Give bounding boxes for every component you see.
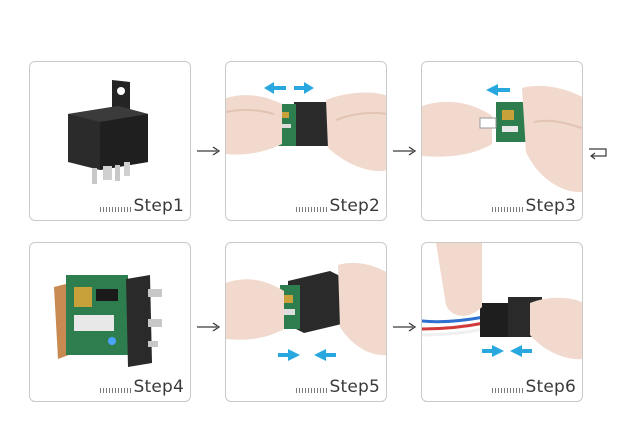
reassemble-module-image <box>226 262 386 361</box>
flow-arrow-2-3 <box>393 146 417 156</box>
step-3-panel: Step3 <box>421 61 583 221</box>
plug-into-socket-image <box>422 243 582 360</box>
relay-image <box>68 80 148 184</box>
step-1-text: Step1 <box>133 196 184 216</box>
step-2-dots <box>296 207 329 212</box>
step-4-dots <box>100 388 133 393</box>
step-2-label: Step2 <box>296 196 380 216</box>
flow-arrow-4-5 <box>197 322 221 332</box>
step-4-label: Step4 <box>100 377 184 397</box>
step-3-text: Step3 <box>525 196 576 216</box>
step-6-panel: Step6 <box>421 242 583 402</box>
step-6-dots <box>492 388 525 393</box>
step-1-panel: Step1 <box>29 61 191 221</box>
step-1-label: Step1 <box>100 196 184 216</box>
step-4-panel: Step4 <box>29 242 191 402</box>
step-2-panel: Step2 <box>225 61 387 221</box>
step-3-dots <box>492 207 525 212</box>
step-4-text: Step4 <box>133 377 184 397</box>
step-6-label: Step6 <box>492 377 576 397</box>
step-6-text: Step6 <box>525 377 576 397</box>
step-2-text: Step2 <box>329 196 380 216</box>
step-5-label: Step5 <box>296 377 380 397</box>
step-5-panel: Step5 <box>225 242 387 402</box>
step-5-text: Step5 <box>329 377 380 397</box>
step-5-dots <box>296 388 329 393</box>
step-1-dots <box>100 207 133 212</box>
flow-arrow-5-6 <box>393 322 417 332</box>
separate-module-image <box>226 82 386 171</box>
return-arrow <box>589 148 607 160</box>
flow-arrow-1-2 <box>197 146 221 156</box>
insert-sim-image <box>422 84 582 193</box>
assembled-module-image <box>54 275 162 367</box>
step-3-label: Step3 <box>492 196 576 216</box>
